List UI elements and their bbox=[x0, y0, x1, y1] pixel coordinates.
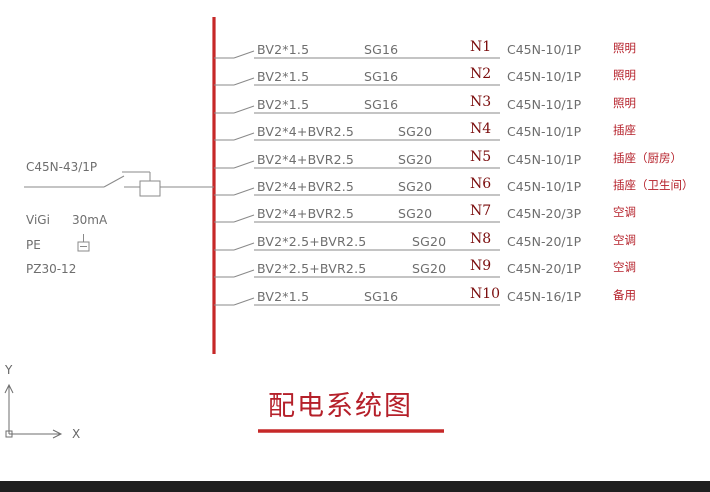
cable-spec: BV2*4+BVR2.5 bbox=[257, 179, 355, 194]
cable-spec: BV2*1.5 bbox=[257, 97, 310, 112]
circuit-id: N5 bbox=[470, 149, 492, 165]
conduit-spec: SG20 bbox=[398, 206, 433, 221]
branch-line bbox=[233, 50, 255, 59]
ucs-axis-icon bbox=[4, 383, 63, 439]
circuit-use: 备用 bbox=[613, 288, 636, 302]
cable-spec: BV2*4+BVR2.5 bbox=[257, 124, 355, 139]
circuit-use: 空调 bbox=[613, 260, 636, 274]
circuit-use: 空调 bbox=[613, 205, 636, 219]
axis-y-label: Y bbox=[5, 363, 13, 377]
cable-spec: BV2*2.5+BVR2.5 bbox=[257, 234, 367, 249]
branch-breaker: C45N-20/1P bbox=[507, 261, 582, 276]
conduit-spec: SG16 bbox=[364, 97, 399, 112]
branch-line bbox=[233, 187, 255, 196]
conduit-spec: SG20 bbox=[398, 152, 433, 167]
branch-line bbox=[233, 214, 255, 223]
circuit-use: 插座 bbox=[613, 123, 636, 137]
conduit-spec: SG16 bbox=[364, 289, 399, 304]
circuit-id: N3 bbox=[470, 94, 492, 110]
incoming-feeder bbox=[24, 171, 214, 197]
circuit-id: N7 bbox=[470, 203, 492, 219]
bottom-bar bbox=[0, 481, 710, 492]
circuit-use: 空调 bbox=[613, 233, 636, 247]
circuit-id: N6 bbox=[470, 176, 492, 192]
branch-line bbox=[233, 297, 255, 306]
cable-spec: BV2*2.5+BVR2.5 bbox=[257, 261, 367, 276]
cable-spec: BV2*4+BVR2.5 bbox=[257, 206, 355, 221]
conduit-spec: SG20 bbox=[412, 261, 447, 276]
circuit-id: N8 bbox=[470, 231, 492, 247]
circuit-id: N10 bbox=[470, 286, 501, 302]
circuit-id: N9 bbox=[470, 258, 492, 274]
conduit-spec: SG16 bbox=[364, 69, 399, 84]
branch-breaker: C45N-10/1P bbox=[507, 42, 582, 57]
branch-line bbox=[233, 132, 255, 141]
pe-earth-icon bbox=[77, 234, 90, 252]
axis-x-label: X bbox=[72, 427, 81, 441]
conduit-spec: SG20 bbox=[398, 124, 433, 139]
cable-spec: BV2*1.5 bbox=[257, 69, 310, 84]
circuit-use: 照明 bbox=[613, 96, 636, 110]
cable-spec: BV2*4+BVR2.5 bbox=[257, 152, 355, 167]
pe-label: PE bbox=[26, 238, 41, 252]
cable-spec: BV2*1.5 bbox=[257, 289, 310, 304]
branch-breaker: C45N-20/1P bbox=[507, 234, 582, 249]
conduit-spec: SG20 bbox=[412, 234, 447, 249]
branch-breaker: C45N-20/3P bbox=[507, 206, 582, 221]
diagram-title: 配电系统图 bbox=[268, 391, 413, 422]
circuit-id: N1 bbox=[470, 39, 492, 55]
branch-breaker: C45N-16/1P bbox=[507, 289, 582, 304]
conduit-spec: SG20 bbox=[398, 179, 433, 194]
branch-line bbox=[233, 269, 255, 278]
conduit-spec: SG16 bbox=[364, 42, 399, 57]
circuit-use: 插座（厨房） bbox=[613, 151, 682, 165]
circuit-use: 照明 bbox=[613, 41, 636, 55]
branch-breaker: C45N-10/1P bbox=[507, 97, 582, 112]
circuit-id: N4 bbox=[470, 121, 492, 137]
branch-breaker: C45N-10/1P bbox=[507, 69, 582, 84]
panel-model-label: PZ30-12 bbox=[26, 262, 77, 276]
branch-line bbox=[233, 242, 255, 251]
incoming-breaker-label: C45N-43/1P bbox=[26, 160, 98, 174]
circuit-id: N2 bbox=[470, 66, 492, 82]
branch-breaker: C45N-10/1P bbox=[507, 179, 582, 194]
branch-breaker: C45N-10/1P bbox=[507, 124, 582, 139]
circuit-use: 照明 bbox=[613, 68, 636, 82]
vigi-current-label: 30mA bbox=[72, 213, 108, 227]
circuit-use: 插座（卫生间） bbox=[613, 178, 694, 192]
cable-spec: BV2*1.5 bbox=[257, 42, 310, 57]
branch-line bbox=[233, 160, 255, 169]
vigi-label: ViGi bbox=[26, 213, 50, 227]
branch-breaker: C45N-10/1P bbox=[507, 152, 582, 167]
branch-line bbox=[233, 77, 255, 86]
branch-line bbox=[233, 105, 255, 114]
